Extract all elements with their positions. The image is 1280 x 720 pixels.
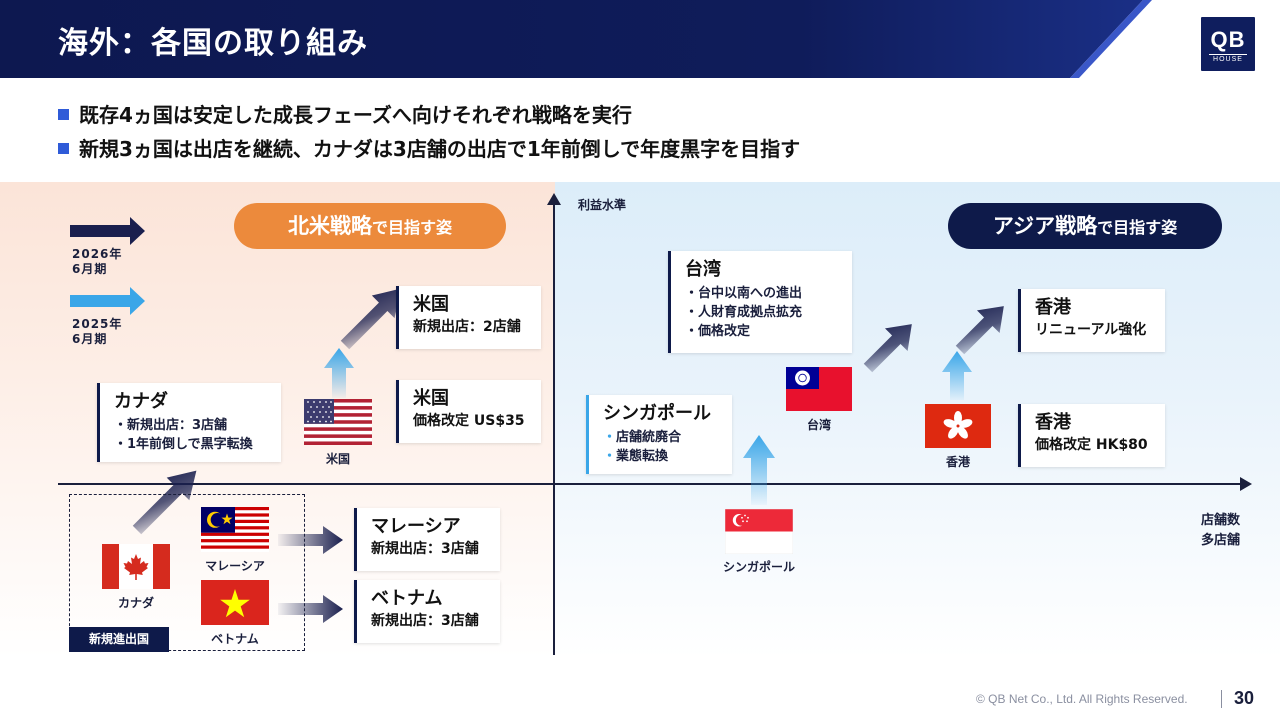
y-axis-label: 利益水準 (578, 198, 627, 212)
logo-main-text: QB (1210, 27, 1246, 52)
legend-light-line1: 2025年 (72, 317, 123, 331)
malaysia-flag-icon (201, 507, 269, 552)
card-vietnam: ベトナム 新規出店：3店舗 (354, 580, 500, 643)
card-us-new-stores: 米国 新規出店：2店舗 (396, 286, 541, 349)
card-vietnam-title: ベトナム (371, 588, 443, 609)
hongkong-flag-label: 香港 (945, 455, 970, 469)
legend-light-line2: 6月期 (72, 332, 108, 346)
logo-sub-text: HOUSE (1209, 54, 1247, 63)
bullet-2: 新規3ヵ国は出店を継続、カナダは3店舗の出店で1年前倒しで年度黒字を目指す (58, 133, 800, 162)
card-taiwan: 台湾 台中以南への進出 人財育成拠点拡充 価格改定 (668, 251, 852, 353)
singapore-flag-icon (725, 509, 793, 554)
north-america-pill-title: 北米戦略 (287, 214, 372, 238)
footer-copyright: © QB Net Co., Ltd. All Rights Reserved. (976, 692, 1188, 706)
card-us-new-stores-sub: 新規出店：2店舗 (413, 319, 521, 335)
canada-flag-icon (102, 544, 170, 589)
y-axis (553, 198, 555, 655)
bullet-1: 既存4ヵ国は安定した成長フェーズへ向けそれぞれ戦略を実行 (58, 99, 632, 128)
header-bar (0, 0, 1152, 78)
card-singapore-title: シンガポール (603, 403, 711, 424)
north-america-strategy-pill: 北米戦略で目指す姿 (234, 203, 506, 249)
legend-light-arrow-icon (70, 287, 145, 315)
card-taiwan-item: 台中以南への進出 (685, 284, 842, 303)
new-countries-box (69, 494, 305, 651)
north-america-pill-suffix: で目指す姿 (371, 218, 452, 237)
card-canada-title: カナダ (114, 391, 168, 412)
qb-house-logo: QB HOUSE (1200, 16, 1256, 72)
card-canada-item: 新規出店：3店舗 (114, 416, 271, 435)
card-taiwan-item: 人財育成拠点拡充 (685, 303, 842, 322)
legend-dark-line1: 2026年 (72, 247, 123, 261)
card-hongkong-price: 香港 価格改定 HK$80 (1018, 404, 1165, 467)
card-singapore-item: 業態転換 (603, 447, 722, 466)
card-canada-item: 1年前倒しで黒字転換 (114, 435, 271, 454)
us-flag-icon (304, 399, 372, 445)
canada-flag-label: カナダ (117, 596, 154, 610)
card-hongkong-price-sub: 価格改定 HK$80 (1035, 437, 1148, 453)
us-flag-label: 米国 (325, 452, 350, 466)
card-us-price: 米国 価格改定 US$35 (396, 380, 541, 443)
legend-dark-arrow-icon (70, 217, 145, 245)
page-number: 30 (1234, 688, 1255, 708)
page-title: 海外：各国の取り組み (58, 26, 368, 61)
x-axis-arrow-icon (1240, 477, 1252, 491)
x-axis-label-line1: 店舗数 (1200, 513, 1240, 528)
legend-dark-label: 2026年 6月期 (72, 247, 122, 277)
x-axis (58, 483, 1248, 485)
bullet-square-icon (58, 109, 69, 120)
asia-strategy-pill: アジア戦略で目指す姿 (948, 203, 1222, 249)
card-malaysia: マレーシア 新規出店：3店舗 (354, 508, 500, 571)
bullet-square-icon (58, 143, 69, 154)
x-axis-label: 店舗数 多店舗 (1180, 511, 1240, 551)
card-taiwan-item: 価格改定 (685, 322, 842, 341)
asia-pill-suffix: で目指す姿 (1097, 218, 1178, 237)
hongkong-flag-icon (925, 404, 991, 448)
card-us-price-sub: 価格改定 US$35 (413, 413, 525, 429)
singapore-flag-label: シンガポール (722, 560, 795, 574)
vietnam-flag-icon (201, 580, 269, 625)
card-singapore: シンガポール 店舗統廃合 業態転換 (586, 395, 732, 474)
malaysia-flag-label: マレーシア (205, 559, 265, 573)
card-singapore-item: 店舗統廃合 (603, 428, 722, 447)
bullet-1-text: 既存4ヵ国は安定した成長フェーズへ向けそれぞれ戦略を実行 (79, 103, 632, 127)
taiwan-flag-label: 台湾 (806, 418, 831, 432)
asia-pill-title: アジア戦略 (992, 214, 1098, 238)
card-us-price-title: 米国 (413, 388, 449, 409)
x-axis-label-line2: 多店舗 (1200, 533, 1240, 548)
card-vietnam-sub: 新規出店：3店舗 (371, 613, 479, 629)
card-malaysia-sub: 新規出店：3店舗 (371, 541, 479, 557)
card-hongkong-price-title: 香港 (1035, 412, 1071, 433)
legend-light-label: 2025年 6月期 (72, 317, 122, 347)
y-axis-arrow-icon (547, 193, 561, 205)
bullet-2-text: 新規3ヵ国は出店を継続、カナダは3店舗の出店で1年前倒しで年度黒字を目指す (79, 137, 801, 161)
card-canada: カナダ 新規出店：3店舗 1年前倒しで黒字転換 (97, 383, 281, 462)
footer-separator (1221, 690, 1222, 708)
card-hongkong-renewal-title: 香港 (1035, 297, 1071, 318)
new-countries-badge: 新規進出国 (69, 627, 169, 652)
card-hongkong-renewal: 香港 リニューアル強化 (1018, 289, 1165, 352)
card-taiwan-title: 台湾 (685, 259, 721, 280)
taiwan-flag-icon (786, 367, 852, 411)
legend-dark-line2: 6月期 (72, 262, 108, 276)
card-malaysia-title: マレーシア (371, 516, 461, 537)
card-hongkong-renewal-sub: リニューアル強化 (1035, 322, 1147, 338)
card-us-new-stores-title: 米国 (413, 294, 449, 315)
vietnam-flag-label: ベトナム (211, 632, 259, 646)
